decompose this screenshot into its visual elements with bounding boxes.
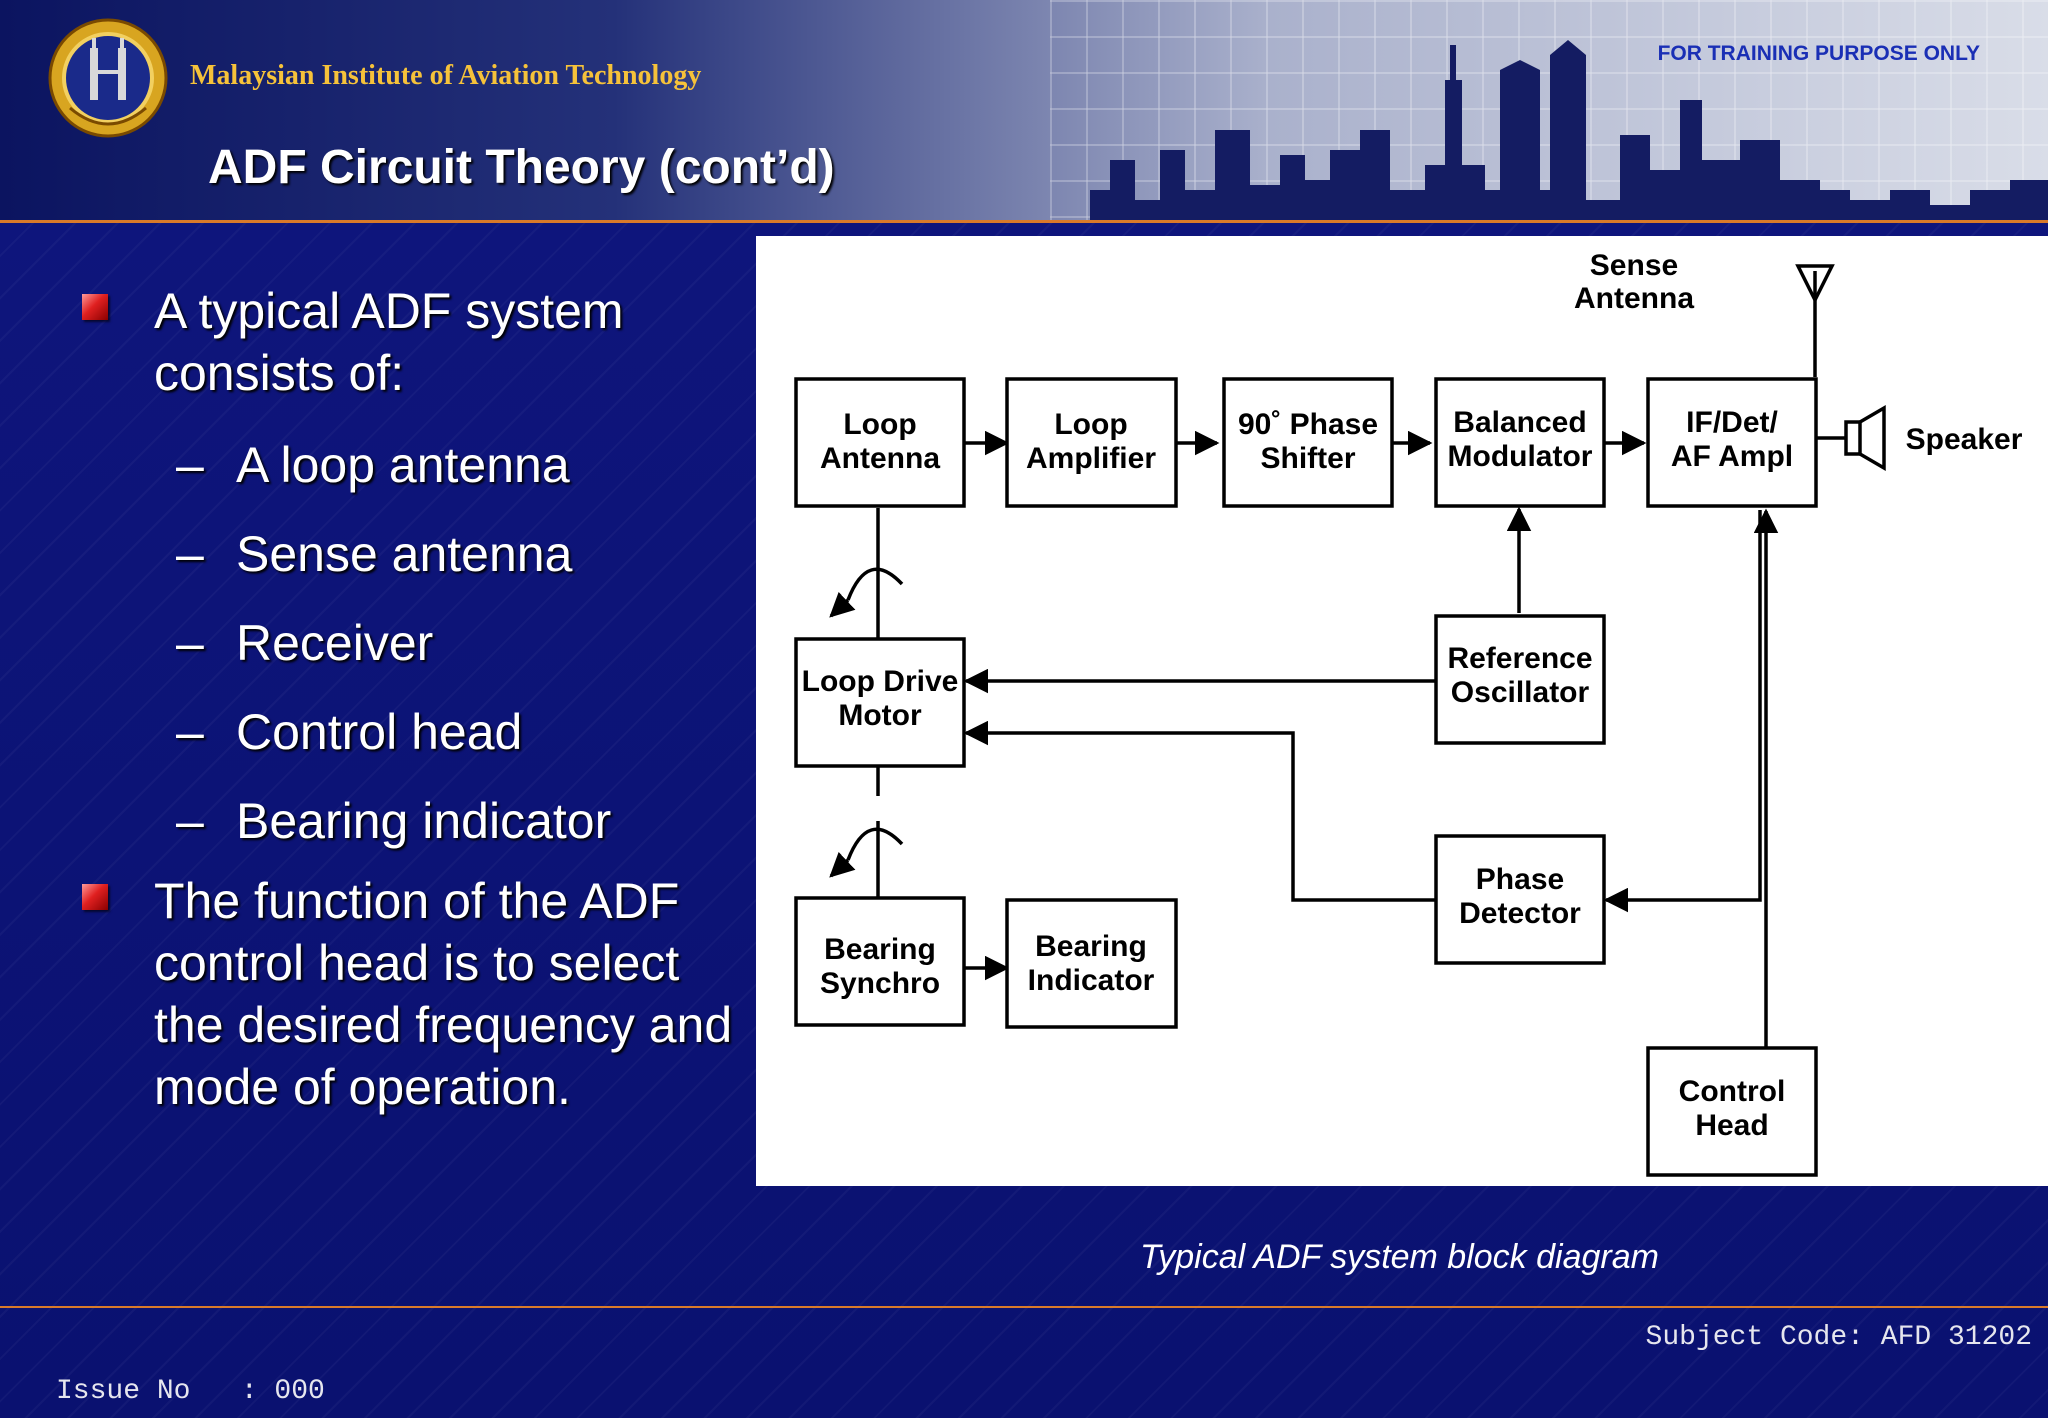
svg-text:Bearing: Bearing [824, 933, 936, 966]
loop-drive-motor-block: Loop Drive Motor [794, 637, 966, 768]
svg-text:AF Ampl: AF Ampl [1671, 440, 1793, 473]
header-divider [0, 220, 2048, 223]
footer-divider [0, 1306, 2048, 1308]
training-notice: FOR TRAINING PURPOSE ONLY [1657, 42, 1980, 65]
dash-marker: – [176, 437, 204, 493]
svg-text:Motor: Motor [838, 699, 922, 732]
bullet-list: A typical ADF system consists of: – A lo… [80, 280, 740, 1118]
svg-text:Reference: Reference [1447, 642, 1592, 675]
adf-block-diagram: Sense Antenna Speaker Loop Antenna Loop … [794, 249, 2023, 1177]
svg-text:Synchro: Synchro [820, 967, 940, 1000]
svg-text:IF/Det/: IF/Det/ [1686, 406, 1778, 439]
control-head-block: Control Head [1646, 1046, 1818, 1177]
diagram-caption: Typical ADF system block diagram [1140, 1238, 1659, 1276]
subject-code: Subject Code: AFD 31202 [1645, 1322, 2032, 1353]
institute-name: Malaysian Institute of Aviation Technolo… [190, 60, 702, 91]
dash-marker: – [176, 793, 204, 849]
svg-text:Modulator: Modulator [1448, 440, 1593, 473]
svg-text:Amplifier: Amplifier [1026, 442, 1156, 475]
bearing-synchro-block: Bearing Synchro [794, 896, 966, 1027]
svg-text:Oscillator: Oscillator [1451, 676, 1590, 709]
bullet-item: A typical ADF system consists of: [80, 280, 740, 404]
sub-item-text: Bearing indicator [236, 793, 612, 849]
reference-oscillator-block: Reference Oscillator [1434, 614, 1606, 745]
svg-text:Loop: Loop [843, 408, 916, 441]
dash-marker: – [176, 615, 204, 671]
sub-item-text: Receiver [236, 615, 434, 671]
slide-title: ADF Circuit Theory (cont’d) [208, 141, 835, 194]
sense-antenna-label: Sense [1590, 249, 1678, 282]
sub-item: – Bearing indicator [80, 790, 740, 852]
square-bullet-icon [82, 294, 108, 320]
loop-amplifier-block: Loop Amplifier [1005, 377, 1178, 508]
header-banner: Malaysian Institute of Aviation Technolo… [0, 0, 2048, 220]
bullet-text: A typical ADF system consists of: [154, 283, 624, 401]
sub-item-text: Control head [236, 704, 523, 760]
svg-text:Antenna: Antenna [820, 442, 940, 475]
balanced-modulator-block: Balanced Modulator [1434, 377, 1606, 508]
issue-number: Issue No : 000 [56, 1376, 325, 1407]
bullet-item: The function of the ADF control head is … [80, 870, 740, 1118]
loop-antenna-block: Loop Antenna [794, 377, 966, 508]
dash-marker: – [176, 526, 204, 582]
diagram-panel: Sense Antenna Speaker Loop Antenna Loop … [756, 236, 2048, 1186]
svg-text:Control: Control [1679, 1075, 1786, 1108]
bullet-text: The function of the ADF control head is … [154, 873, 733, 1115]
sense-antenna-label: Antenna [1574, 282, 1694, 315]
dash-marker: – [176, 704, 204, 760]
svg-text:Detector: Detector [1459, 897, 1581, 930]
sub-item: – Control head [80, 701, 740, 763]
svg-text:Phase: Phase [1476, 863, 1564, 896]
signal-wires [829, 271, 1846, 1048]
phase-shifter-block: 90˚ Phase Shifter [1222, 377, 1394, 508]
svg-text:Shifter: Shifter [1260, 442, 1355, 475]
university-crest-icon [48, 18, 168, 138]
svg-text:Bearing: Bearing [1035, 930, 1147, 963]
sub-item-text: A loop antenna [236, 437, 570, 493]
antenna-icon [1795, 264, 1835, 304]
sub-item: – Receiver [80, 612, 740, 674]
svg-text:Head: Head [1695, 1109, 1768, 1142]
svg-text:Loop: Loop [1054, 408, 1127, 441]
speaker-label: Speaker [1906, 423, 2023, 456]
phase-detector-block: Phase Detector [1434, 834, 1606, 965]
sub-item: – A loop antenna [80, 434, 740, 496]
svg-text:Balanced: Balanced [1453, 406, 1586, 439]
sub-item-text: Sense antenna [236, 526, 573, 582]
sub-item: – Sense antenna [80, 523, 740, 585]
square-bullet-icon [82, 884, 108, 910]
city-skyline-icon [1090, 40, 2048, 220]
svg-text:Indicator: Indicator [1028, 964, 1155, 997]
bearing-indicator-block: Bearing Indicator [1005, 898, 1178, 1029]
speaker-icon [1844, 404, 1886, 472]
svg-text:Loop Drive: Loop Drive [802, 665, 959, 698]
svg-text:90˚ Phase: 90˚ Phase [1238, 408, 1378, 441]
if-det-af-ampl-block: IF/Det/ AF Ampl [1646, 377, 1818, 508]
